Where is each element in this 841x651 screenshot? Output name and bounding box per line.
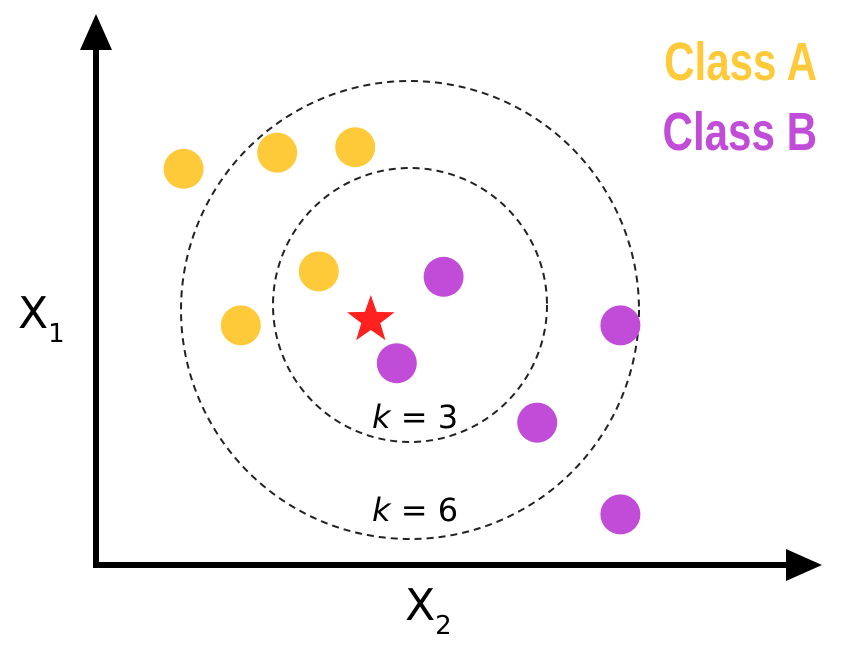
y-axis-arrowhead xyxy=(80,14,112,50)
class-a-point-1 xyxy=(163,148,204,189)
k6-label-var: k xyxy=(372,491,392,529)
class-a-point-2 xyxy=(257,132,298,173)
k3-circle xyxy=(272,167,548,443)
x-axis-arrowhead xyxy=(786,549,822,581)
legend-class-b: Class B xyxy=(663,102,817,162)
k3-label-var: k xyxy=(372,398,392,436)
class-a-point-5 xyxy=(220,305,261,346)
class-b-point-1 xyxy=(423,256,464,297)
class-b-point-4 xyxy=(600,305,641,346)
k6-circle xyxy=(180,80,640,540)
class-b-points xyxy=(376,256,641,535)
class-b-point-3 xyxy=(517,402,558,443)
k6-label-rest: = 6 xyxy=(391,491,459,529)
class-b-point-5 xyxy=(600,494,641,535)
class-a-point-4 xyxy=(298,251,339,292)
class-b-point-2 xyxy=(376,343,417,384)
k6-label: k = 6 xyxy=(372,491,458,529)
y-axis-label: X1 xyxy=(18,288,65,349)
x-axis-label-subscript: 2 xyxy=(435,611,452,641)
k3-label-rest: = 3 xyxy=(391,398,459,436)
x-axis-label-main: X xyxy=(405,580,435,631)
class-a-point-3 xyxy=(335,127,376,168)
star-icon xyxy=(347,295,395,341)
x-axis-label: X2 xyxy=(405,580,452,641)
k3-label: k = 3 xyxy=(372,398,458,436)
y-axis-label-subscript: 1 xyxy=(48,319,65,349)
legend-class-a: Class A xyxy=(664,32,817,92)
y-axis-label-main: X xyxy=(18,288,48,339)
class-a-points xyxy=(163,127,376,346)
